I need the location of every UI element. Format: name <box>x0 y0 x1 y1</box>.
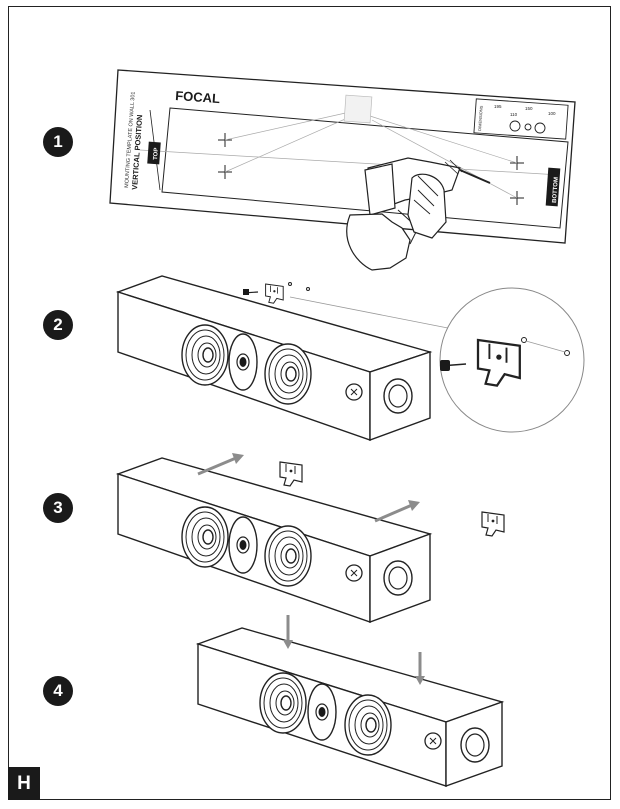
template-dim-4: 100 <box>548 111 556 116</box>
step-4-badge: 4 <box>43 676 73 706</box>
step-4-mounted-illustration <box>195 615 505 787</box>
step-1-template-illustration: FOCAL MOUNTING TEMPLATE ON WALL 301 VERT… <box>109 69 576 271</box>
step-2-bracket-illustration <box>115 275 585 442</box>
template-dim-3: 110 <box>510 112 518 117</box>
page-frame <box>8 6 611 800</box>
template-dimensions-label: DIMENSIONS <box>477 105 484 131</box>
step-1-badge: 1 <box>43 127 73 157</box>
template-top-label: TOP <box>153 148 160 161</box>
step-3-hang-illustration <box>115 453 505 624</box>
template-dim-2: 150 <box>525 106 533 111</box>
template-brand: FOCAL <box>175 88 221 106</box>
step-2-badge: 2 <box>43 310 73 340</box>
template-bottom-label: BOTTOM <box>552 177 560 203</box>
hand-icon <box>346 213 411 271</box>
template-dim-1: 195 <box>494 104 502 109</box>
step-3-badge: 3 <box>43 493 73 523</box>
section-tab: H <box>8 767 40 800</box>
